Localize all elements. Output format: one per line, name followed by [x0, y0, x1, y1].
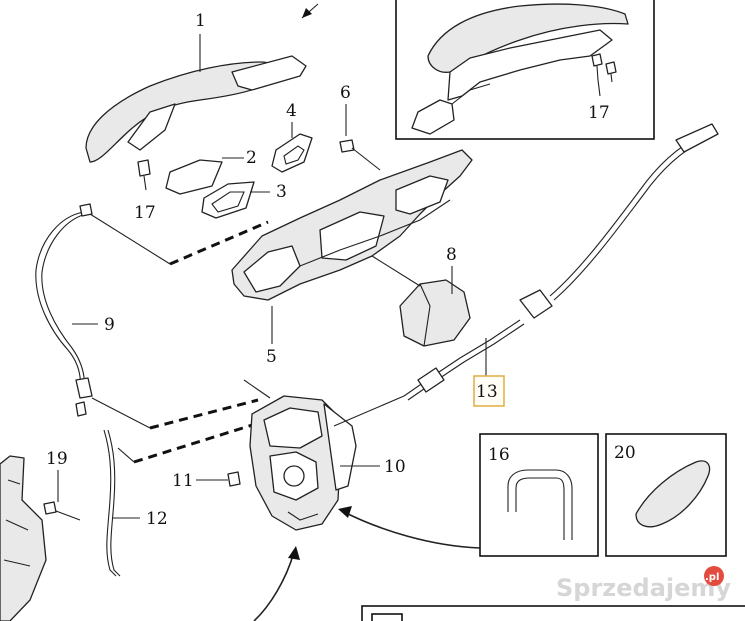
callout-3: 3	[276, 182, 287, 202]
callout-4: 4	[286, 101, 297, 121]
callout-16: 16	[488, 445, 510, 465]
callout-17-inset: 17	[588, 103, 610, 123]
arrows	[253, 506, 481, 621]
watermark: Sprzedajemy .pl	[556, 566, 731, 602]
callout-9: 9	[104, 315, 115, 335]
callout-2: 2	[246, 148, 257, 168]
part-11-screw: 11	[172, 471, 241, 491]
part-2-cap: 2	[165, 148, 257, 195]
callout-13-highlight	[473, 375, 505, 407]
part-13-cable: 13	[403, 123, 719, 407]
callout-6: 6	[340, 83, 351, 103]
part-1-outer-handle: 1	[85, 11, 307, 163]
watermark-tld: .pl	[705, 572, 719, 583]
callout-13: 13	[476, 382, 498, 402]
screw-17-inset	[591, 53, 617, 83]
legend-box-partial	[361, 605, 745, 621]
callout-17: 17	[134, 203, 156, 223]
bracket-bottom-left	[0, 455, 47, 621]
box-16: 16	[479, 433, 599, 557]
part-5-handle-carrier: 5	[231, 149, 473, 367]
inset-handle-detail: 17	[301, 0, 655, 140]
callout-12: 12	[146, 509, 168, 529]
part-6-bolt: 6	[339, 83, 381, 171]
part-4-gasket: 4	[271, 101, 313, 173]
callout-19: 19	[46, 449, 68, 469]
assembly-leaders	[89, 213, 271, 464]
part-17-screw: 17	[134, 159, 156, 223]
watermark-text: Sprzedajemy	[556, 574, 731, 602]
callout-10: 10	[384, 457, 406, 477]
part-3-gasket: 3	[201, 181, 287, 219]
part-12-rod: 12	[103, 429, 168, 577]
callout-5: 5	[266, 347, 277, 367]
part-19-pin: 19	[43, 449, 81, 521]
part-9-cable: 9	[35, 203, 115, 417]
callout-8: 8	[446, 245, 457, 265]
part-10-door-lock: 10	[249, 395, 406, 531]
part-8-cover: 8	[371, 245, 471, 347]
watermark-badge	[704, 566, 724, 586]
callout-1: 1	[195, 11, 206, 31]
callout-20: 20	[614, 443, 636, 463]
callout-11: 11	[172, 471, 194, 491]
box-20: 20	[605, 433, 727, 557]
